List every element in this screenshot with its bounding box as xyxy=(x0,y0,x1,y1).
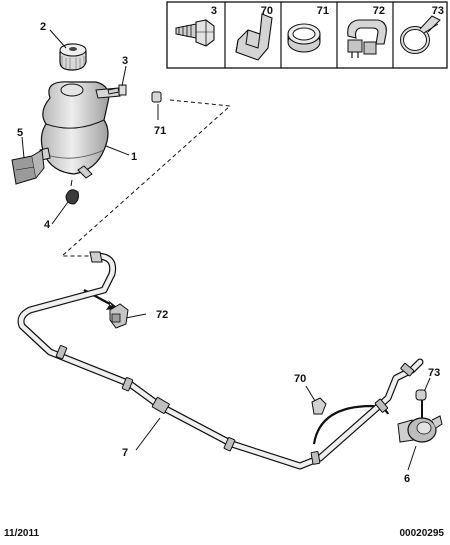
clip-70 xyxy=(311,397,327,415)
callout-71: 71 xyxy=(154,125,166,137)
clamp-73 xyxy=(415,389,427,401)
legend-cell-73: 73 xyxy=(400,5,444,54)
callout-7: 7 xyxy=(122,447,128,459)
hose-clip-icon xyxy=(235,13,273,61)
legend-label-70: 70 xyxy=(261,5,273,17)
callout-6: 6 xyxy=(404,473,410,485)
coolant-pipe xyxy=(17,251,424,470)
pipe-bracket-icon xyxy=(347,19,387,58)
drain-plug xyxy=(65,179,79,205)
legend-cell-72: 72 xyxy=(347,5,387,58)
legend-label-71: 71 xyxy=(317,5,329,17)
legend-label-73: 73 xyxy=(432,5,444,17)
callout-2: 2 xyxy=(40,21,46,33)
callout-73: 73 xyxy=(428,367,440,379)
legend-cell-3: 3 xyxy=(175,5,217,47)
spring-clamp-icon xyxy=(400,15,441,54)
footer-date: 11/2011 xyxy=(4,528,40,539)
callout-numbers: 2 3 71 1 5 4 72 70 73 6 7 xyxy=(17,21,440,485)
hose-clamp-icon xyxy=(287,23,321,53)
bracket-72 xyxy=(109,303,129,329)
screw-icon xyxy=(175,19,215,47)
callout-5: 5 xyxy=(17,127,23,139)
clamp-71 xyxy=(151,91,162,103)
filler-cap xyxy=(59,43,87,71)
level-sensor xyxy=(11,149,45,185)
parts-legend: 3 70 71 xyxy=(166,1,448,69)
legend-label-3: 3 xyxy=(211,5,217,17)
valve-6 xyxy=(397,400,443,443)
dashed-leaders xyxy=(60,99,232,257)
callout-3: 3 xyxy=(122,55,128,67)
dashed-pipe-link xyxy=(60,99,232,257)
legend-label-72: 72 xyxy=(373,5,385,17)
expansion-tank xyxy=(11,81,121,205)
legend-cell-70: 70 xyxy=(235,5,273,61)
legend-cell-71: 71 xyxy=(287,5,329,53)
callout-72: 72 xyxy=(156,309,168,321)
callout-70: 70 xyxy=(294,373,306,385)
callout-1: 1 xyxy=(131,151,137,163)
footer-reference: 00020295 xyxy=(399,528,445,539)
callout-4: 4 xyxy=(44,219,51,231)
